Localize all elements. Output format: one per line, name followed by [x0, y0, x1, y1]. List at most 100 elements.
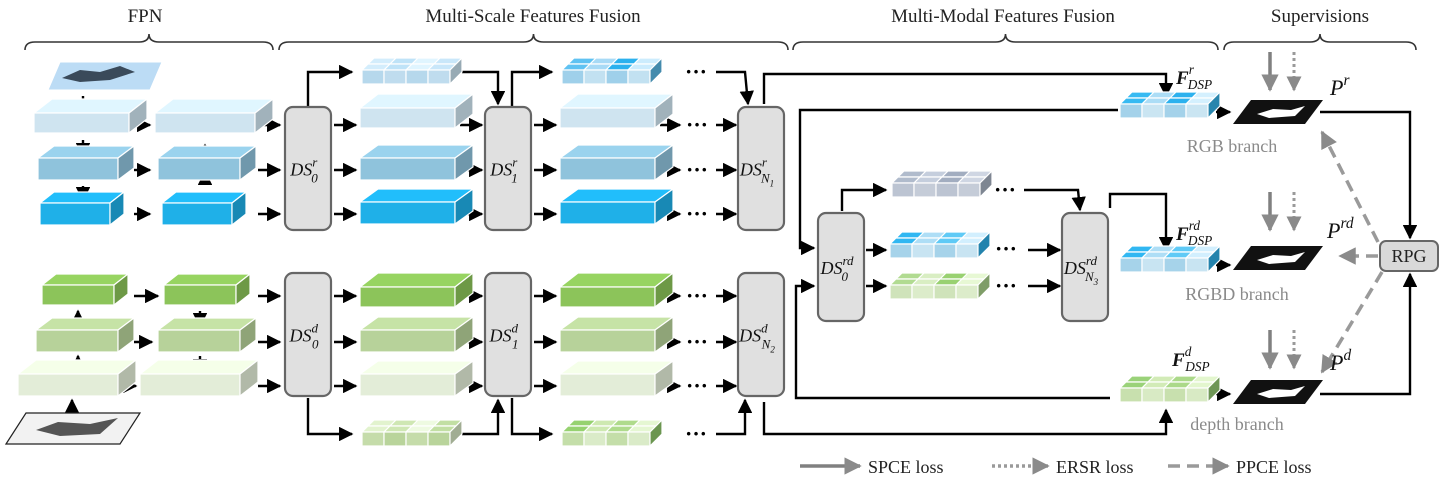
arrow — [306, 64, 354, 106]
ellipsis-rd2: ··· — [995, 236, 1017, 261]
ellipsis-bot: ··· — [685, 421, 707, 446]
fpn-rgb-l3 — [38, 190, 126, 227]
depth-plane-icon — [36, 418, 118, 436]
arrow — [306, 398, 354, 442]
msf-r1-l3 — [558, 187, 675, 226]
grid-f-r — [1118, 90, 1222, 120]
fpn-d-p3 — [138, 358, 260, 398]
plane-icon — [62, 66, 135, 82]
arrow — [1320, 110, 1418, 240]
arrow — [510, 398, 554, 442]
msf-d1-l2 — [558, 315, 675, 354]
ellipsis-0: ··· — [686, 112, 708, 137]
header-supervisions: Supervisions — [1271, 6, 1369, 27]
ellipsis-rd3: ··· — [995, 273, 1017, 298]
grid-f-rd — [1118, 244, 1222, 274]
fpn-rgb-p3 — [160, 190, 248, 227]
section-braces — [24, 33, 1417, 51]
arrow — [798, 108, 1118, 256]
grid-rd-green — [888, 271, 992, 301]
rpg-box — [1379, 240, 1439, 272]
msf-r1-l2 — [558, 143, 675, 182]
grid-d0 — [360, 418, 464, 448]
header-multi-scale: Multi-Scale Features Fusion — [425, 6, 641, 27]
msf-d0-l3 — [358, 359, 475, 398]
arrow — [1320, 272, 1418, 396]
ellipsis-4: ··· — [686, 329, 708, 354]
msf-r0-l2 — [358, 143, 475, 182]
grid-rd-gray — [890, 169, 994, 199]
arrow — [716, 70, 754, 106]
fpn-d-p2 — [156, 316, 258, 354]
ellipsis-5: ··· — [686, 373, 708, 398]
arrows — [64, 52, 1418, 442]
arrow — [840, 182, 888, 211]
pred-r — [1233, 100, 1323, 124]
pred-d-label: Pd — [1329, 347, 1351, 375]
msf-r1-l1 — [558, 92, 675, 130]
ellipsis-rd1: ··· — [994, 177, 1016, 202]
msf-d0-l1 — [358, 271, 475, 309]
legend-ersr-label: ERSR loss — [1056, 457, 1134, 477]
pred-rd — [1233, 246, 1323, 270]
arrow — [462, 398, 506, 436]
ellipsis-1: ··· — [686, 157, 708, 182]
rgbd-branch-label: RGBD branch — [1185, 284, 1288, 304]
header-fpn: FPN — [128, 6, 163, 27]
depth-branch-label: depth branch — [1190, 414, 1283, 434]
ppce-arrow-d — [1320, 271, 1384, 374]
grid-d1 — [560, 418, 664, 448]
arrow — [716, 398, 753, 436]
legend: SPCE loss ERSR loss PPCE loss — [800, 457, 1312, 477]
msf-d1-l1 — [558, 271, 675, 309]
pred-d — [1233, 380, 1323, 404]
rgb-branch-label: RGB branch — [1187, 136, 1277, 156]
brace — [1223, 33, 1417, 51]
rpg-label: RPG — [1391, 246, 1426, 266]
msf-d1-l3 — [558, 359, 675, 398]
brace — [792, 33, 1219, 51]
msf-r0-l3 — [358, 187, 475, 226]
arrow — [510, 64, 554, 106]
msf-d0-l2 — [358, 315, 475, 354]
ellipsis-2: ··· — [686, 201, 708, 226]
fpn-d-l3 — [16, 358, 138, 398]
fpn-rgb-l1 — [32, 97, 149, 135]
arrow — [1108, 192, 1174, 252]
pred-rd-label: Prd — [1326, 215, 1354, 243]
ppce-arrow-r — [1320, 130, 1380, 243]
msf-r0-l1 — [358, 92, 475, 130]
fpn-d-l2 — [34, 316, 136, 354]
arrow — [1024, 188, 1086, 212]
arrow — [462, 70, 506, 106]
fpn-d-p1 — [162, 272, 252, 307]
brace — [278, 33, 789, 51]
fpn-d-l1 — [40, 272, 130, 307]
arrow — [794, 278, 1110, 400]
fpn-rgb-l2 — [36, 144, 136, 182]
legend-spce-label: SPCE loss — [868, 457, 944, 477]
brace — [24, 33, 274, 51]
ellipsis-3: ··· — [686, 283, 708, 308]
arrow — [762, 72, 1174, 104]
pred-r-label: Pr — [1329, 72, 1350, 100]
header-multi-modal: Multi-Modal Features Fusion — [891, 6, 1115, 27]
grid-r1 — [560, 56, 664, 86]
arrow — [762, 402, 1174, 436]
fpn-rgb-p2 — [156, 144, 258, 182]
ellipsis-top: ··· — [685, 59, 707, 84]
legend-ppce-label: PPCE loss — [1236, 457, 1312, 477]
fpn-rgb-p1 — [153, 97, 275, 135]
